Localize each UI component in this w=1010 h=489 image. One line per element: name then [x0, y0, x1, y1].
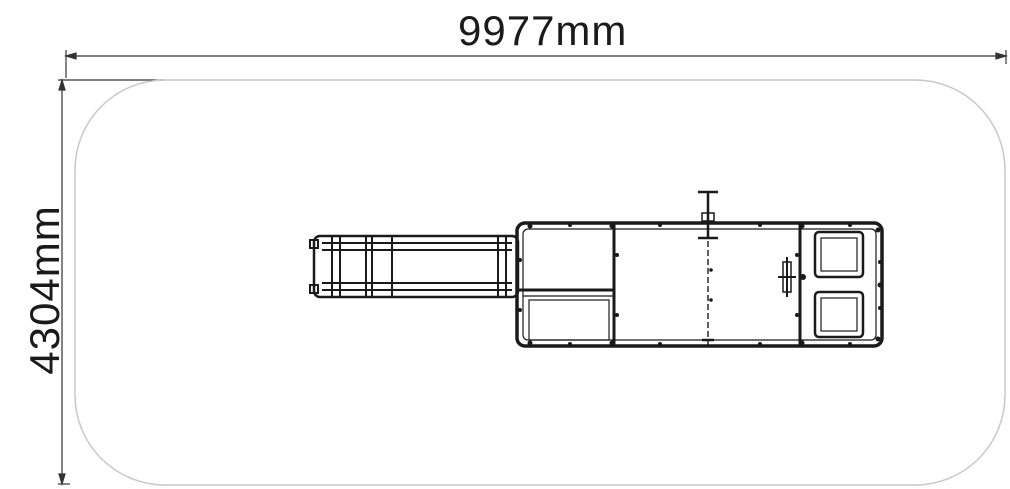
deck-frame — [515, 221, 884, 348]
width-dimension-label: 9977mm — [458, 7, 628, 54]
frame-bolts — [518, 223, 883, 346]
periscope-post — [698, 190, 718, 342]
deck-windows — [813, 230, 865, 339]
width-dimension-line — [63, 50, 1009, 78]
steering-wheel — [778, 257, 806, 297]
safety-zone-outline — [74, 79, 1006, 486]
play-structure — [309, 190, 884, 348]
slide — [309, 234, 520, 299]
height-dimension-line — [58, 77, 165, 487]
